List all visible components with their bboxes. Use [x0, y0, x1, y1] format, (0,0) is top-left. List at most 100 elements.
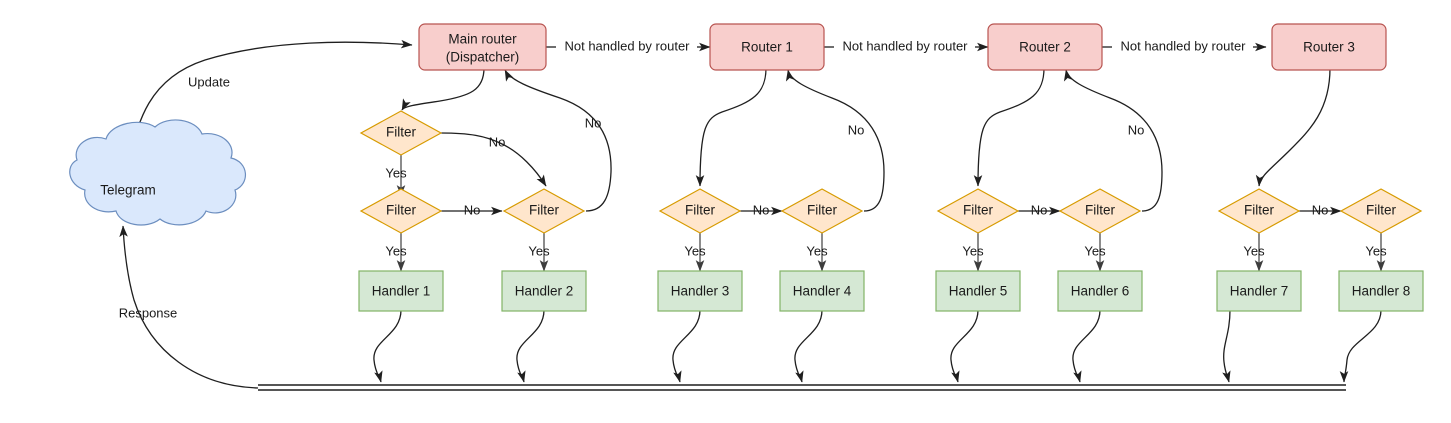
edge-handler6-to-rail	[1072, 309, 1101, 383]
filter-7-diamond[interactable]	[1058, 188, 1142, 234]
edge-filter8-no-to-router2	[1063, 69, 1163, 212]
filter-1-label: Filter	[386, 125, 417, 140]
edge-router2-to-filter7	[973, 67, 1045, 187]
filter-7-label: Filter	[1085, 203, 1116, 218]
handler-3-box[interactable]	[657, 270, 743, 312]
filter-2-label: Filter	[386, 203, 417, 218]
router-2-label: Router 2	[1019, 40, 1071, 55]
edge-label-no-6: No	[1128, 122, 1145, 137]
edge-label-yes-3: Yes	[528, 243, 550, 258]
edge-label-yes-6: Yes	[962, 243, 984, 258]
edge-label-no-2: No	[585, 115, 602, 130]
node-router-2[interactable]: Router 2	[987, 23, 1103, 71]
edge-label-yes-1: Yes	[385, 165, 407, 180]
node-telegram-cloud[interactable]: Telegram	[69, 119, 246, 226]
edge-router3-to-filter9	[1255, 67, 1331, 187]
edge-filter4-no-to-mainrouter	[504, 69, 612, 212]
main-router-box[interactable]	[418, 23, 547, 71]
edge-handler3-to-rail	[672, 309, 701, 383]
handler-6-box[interactable]	[1057, 270, 1143, 312]
filter-2-diamond[interactable]	[359, 188, 443, 234]
handler-7-box[interactable]	[1216, 270, 1302, 312]
node-handler-7[interactable]: Handler 7	[1216, 270, 1302, 312]
edge-label-update: Update	[188, 74, 230, 89]
edge-label-no-3: No	[464, 202, 481, 217]
edge-handler2-to-rail	[516, 309, 545, 383]
telegram-label: Telegram	[100, 183, 156, 198]
node-main-router[interactable]: Main router (Dispatcher)	[418, 23, 547, 71]
edge-handler7-to-rail	[1222, 309, 1231, 383]
node-handler-1[interactable]: Handler 1	[358, 270, 444, 312]
edge-label-yes-7: Yes	[1084, 243, 1106, 258]
filter-1-diamond[interactable]	[359, 110, 443, 156]
handler-5-box[interactable]	[935, 270, 1021, 312]
filter-5-label: Filter	[807, 203, 838, 218]
filter-4-diamond[interactable]	[658, 188, 742, 234]
filter-9-label: Filter	[1366, 203, 1397, 218]
router-1-label: Router 1	[741, 40, 793, 55]
handler-8-box[interactable]	[1338, 270, 1424, 312]
edge-handler1-to-rail	[373, 309, 402, 383]
edge-label-response: Response	[119, 305, 178, 320]
edge-router1-to-filter5	[695, 67, 767, 187]
edge-handler5-to-rail	[950, 309, 979, 383]
node-filter-4[interactable]: Filter	[658, 188, 742, 234]
node-filter-7[interactable]: Filter	[1058, 188, 1142, 234]
filter-3-diamond[interactable]	[502, 188, 586, 234]
node-filter-1[interactable]: Filter	[359, 110, 443, 156]
edge-label-not-handled-3: Not handled by router	[1120, 38, 1246, 53]
edge-filter6-no-to-router1	[785, 69, 885, 212]
handler-7-label: Handler 7	[1230, 284, 1289, 299]
router-3-label: Router 3	[1303, 40, 1355, 55]
node-filter-9[interactable]: Filter	[1339, 188, 1423, 234]
handler-1-box[interactable]	[358, 270, 444, 312]
node-router-1[interactable]: Router 1	[709, 23, 825, 71]
router-2-box[interactable]	[987, 23, 1103, 71]
filter-6-label: Filter	[963, 203, 994, 218]
main-router-label-line2: (Dispatcher)	[446, 50, 520, 65]
edge-label-no-8: No	[1312, 202, 1329, 217]
node-handler-2[interactable]: Handler 2	[501, 270, 587, 312]
edge-label-yes-4: Yes	[684, 243, 706, 258]
edge-label-not-handled-2: Not handled by router	[842, 38, 968, 53]
handler-4-label: Handler 4	[793, 284, 852, 299]
edge-label-no-5: No	[753, 202, 770, 217]
edge-label-no-4: No	[848, 122, 865, 137]
filter-5-diamond[interactable]	[780, 188, 864, 234]
filter-4-label: Filter	[685, 203, 716, 218]
main-router-label-line1: Main router	[448, 32, 517, 47]
node-handler-3[interactable]: Handler 3	[657, 270, 743, 312]
handler-2-label: Handler 2	[515, 284, 574, 299]
edge-label-no-7: No	[1031, 202, 1048, 217]
node-filter-6[interactable]: Filter	[936, 188, 1020, 234]
node-handler-8[interactable]: Handler 8	[1338, 270, 1424, 312]
node-handler-5[interactable]: Handler 5	[935, 270, 1021, 312]
node-filter-8[interactable]: Filter	[1217, 188, 1301, 234]
node-filter-3[interactable]: Filter	[502, 188, 586, 234]
edge-label-yes-9: Yes	[1365, 243, 1387, 258]
edge-label-yes-2: Yes	[385, 243, 407, 258]
handler-3-label: Handler 3	[671, 284, 730, 299]
edge-label-yes-8: Yes	[1243, 243, 1265, 258]
node-handler-6[interactable]: Handler 6	[1057, 270, 1143, 312]
router-3-box[interactable]	[1271, 23, 1387, 71]
handler-4-box[interactable]	[779, 270, 865, 312]
filter-9-diamond[interactable]	[1339, 188, 1423, 234]
node-filter-5[interactable]: Filter	[780, 188, 864, 234]
router-1-box[interactable]	[709, 23, 825, 71]
node-handler-4[interactable]: Handler 4	[779, 270, 865, 312]
node-filter-2[interactable]: Filter	[359, 188, 443, 234]
node-router-3[interactable]: Router 3	[1271, 23, 1387, 71]
edge-mainrouter-to-filter1	[401, 67, 485, 111]
edge-handler8-to-rail	[1339, 309, 1382, 383]
handler-2-box[interactable]	[501, 270, 587, 312]
edge-label-yes-5: Yes	[806, 243, 828, 258]
handler-8-label: Handler 8	[1352, 284, 1411, 299]
filter-8-diamond[interactable]	[1217, 188, 1301, 234]
filter-3-label: Filter	[529, 203, 560, 218]
filter-6-diamond[interactable]	[936, 188, 1020, 234]
edge-response	[119, 225, 259, 389]
edge-label-no-1: No	[489, 134, 506, 149]
